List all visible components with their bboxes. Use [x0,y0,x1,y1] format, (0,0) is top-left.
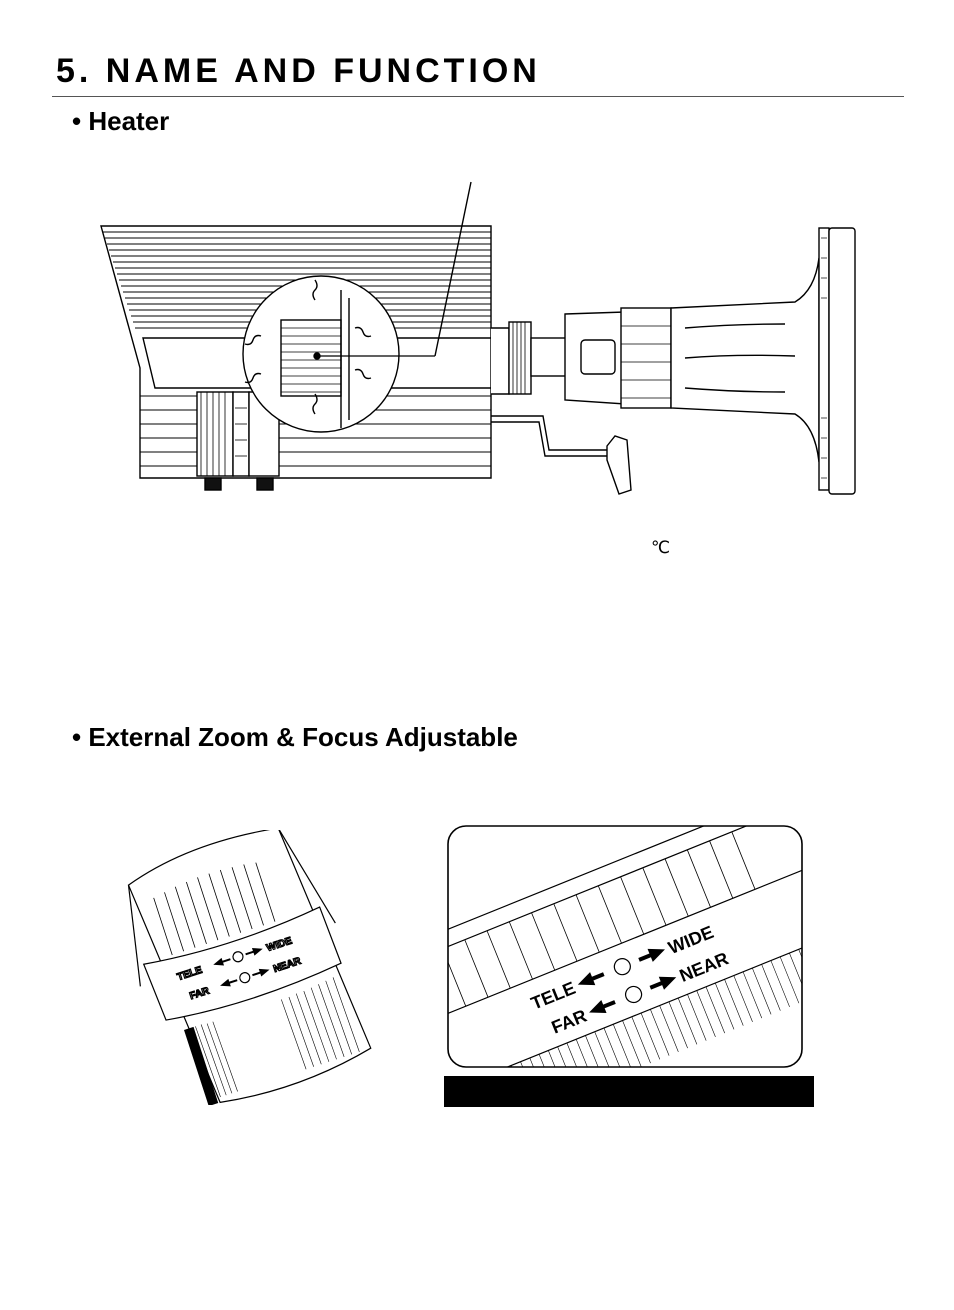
temperature-unit: ℃ [651,538,671,558]
caption-bar [444,1076,814,1107]
lens-ring-closeup-diagram: TELE WIDE FAR NEAR [447,825,803,1068]
page-title: 5. NAME AND FUNCTION [56,52,541,90]
title-divider [52,96,904,97]
arrow-left-icon [213,957,231,966]
camera-heater-diagram [100,181,856,495]
arrow-right-icon [245,948,263,956]
heater-heading: • Heater [72,106,170,136]
zoom-focus-heading: • External Zoom & Focus Adjustable [72,722,518,752]
lens-ring-small-diagram: TELE WIDE FAR NEAR [127,830,372,1105]
